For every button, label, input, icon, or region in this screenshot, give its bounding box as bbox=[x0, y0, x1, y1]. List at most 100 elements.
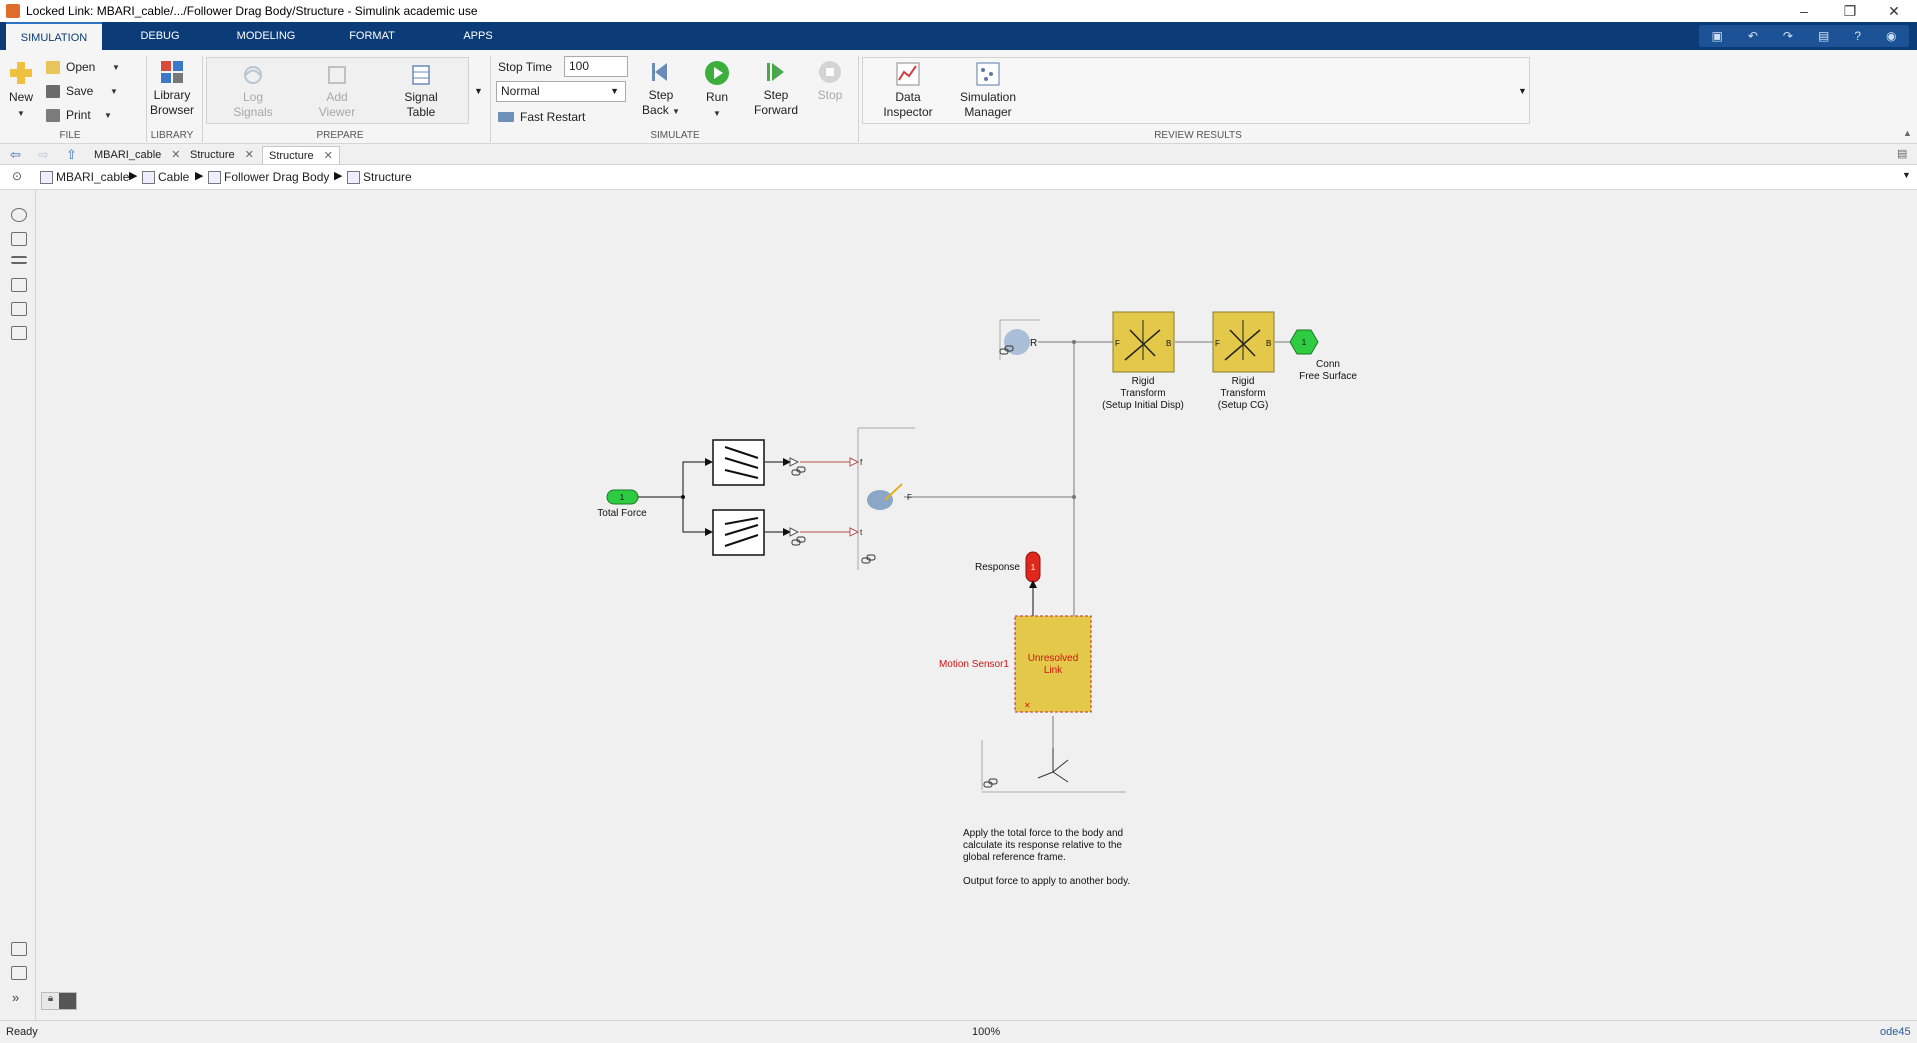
breadcrumb-item-cable[interactable]: Cable bbox=[142, 170, 189, 184]
total-force-inport[interactable]: 1 Total Force bbox=[597, 489, 647, 519]
diagram-canvas[interactable]: R F B Rigid Transform (Setup Initial Dis… bbox=[37, 190, 1917, 1020]
annotation-line-3: global reference frame. bbox=[963, 852, 1066, 863]
conn-free-surface-port[interactable]: 1 Conn Free Surface bbox=[1289, 329, 1357, 382]
add-viewer-icon bbox=[328, 66, 346, 84]
tab-apps[interactable]: APPS bbox=[463, 30, 493, 42]
undo-icon[interactable]: ↶ bbox=[1747, 29, 1758, 43]
restore-button[interactable]: ❐ bbox=[1843, 2, 1857, 19]
tab-debug[interactable]: DEBUG bbox=[140, 30, 180, 42]
screenshot-icon[interactable] bbox=[11, 942, 27, 956]
simulation-mode-select[interactable]: Normal ▼ bbox=[496, 81, 626, 102]
prepare-expand-icon[interactable]: ▼ bbox=[474, 86, 483, 96]
tab-menu-icon[interactable]: ▤ bbox=[1897, 148, 1908, 160]
run-button[interactable]: Run▼ bbox=[698, 60, 736, 121]
model-browser-icon[interactable] bbox=[11, 966, 27, 980]
selector-block-force[interactable] bbox=[712, 439, 765, 486]
reference-port-block[interactable]: R bbox=[999, 319, 1040, 360]
minimize-button[interactable]: – bbox=[1800, 3, 1808, 19]
unresolved-link-motion-sensor-block[interactable]: Unresolved Link Motion Sensor1 ✕ bbox=[939, 615, 1092, 713]
fast-restart-button[interactable]: Fast Restart bbox=[498, 110, 585, 124]
redo-icon[interactable]: ↷ bbox=[1782, 29, 1793, 43]
hide-explorer-icon[interactable]: ⊙ bbox=[12, 169, 23, 183]
step-forward-label-1: Step bbox=[763, 88, 789, 102]
back-arrow-icon[interactable]: ⇦ bbox=[10, 147, 21, 162]
annotation-icon[interactable] bbox=[11, 278, 27, 292]
model-tab-bar: ⇦ ⇨ ⇧ MBARI_cable✕ Structure✕ Structure✕… bbox=[0, 144, 1917, 165]
save-icon[interactable]: ▣ bbox=[1711, 29, 1723, 43]
divider bbox=[146, 56, 147, 142]
world-frame-block[interactable] bbox=[981, 740, 1126, 793]
rigid-transform-2-name-1: Rigid bbox=[1232, 376, 1255, 387]
breadcrumb-item-structure[interactable]: Structure bbox=[347, 170, 412, 184]
breadcrumb-item-mbari-cable[interactable]: MBARI_cable bbox=[40, 170, 129, 184]
unresolved-label-2: Link bbox=[1044, 665, 1063, 676]
section-library: LIBRARY bbox=[150, 130, 194, 141]
ps-converter-t[interactable] bbox=[789, 527, 806, 546]
image-icon[interactable] bbox=[11, 302, 27, 316]
tab-mbari-cable[interactable]: MBARI_cable✕ bbox=[88, 146, 186, 164]
close-icon[interactable]: ✕ bbox=[244, 149, 254, 161]
up-arrow-icon[interactable]: ⇧ bbox=[66, 147, 77, 162]
expand-palette-icon[interactable]: » bbox=[12, 990, 20, 1005]
solver-name[interactable]: ode45 bbox=[1880, 1026, 1911, 1038]
help-icon[interactable]: ? bbox=[1854, 29, 1861, 43]
area-icon[interactable] bbox=[11, 326, 27, 340]
save-button[interactable]: Save ▼ bbox=[46, 84, 118, 98]
step-forward-label-2: Forward bbox=[753, 103, 798, 117]
library-browser-label-2: Browser bbox=[149, 103, 194, 117]
port-t-input-label: t bbox=[860, 528, 863, 537]
stop-time-input[interactable]: 100 bbox=[564, 56, 628, 77]
arrange-icon[interactable] bbox=[11, 256, 27, 264]
options-icon[interactable]: ◉ bbox=[1886, 29, 1897, 43]
new-button[interactable]: New▼ bbox=[6, 60, 36, 121]
breadcrumb-item-follower-drag-body[interactable]: Follower Drag Body bbox=[208, 170, 329, 184]
fit-to-view-icon[interactable] bbox=[11, 232, 27, 246]
quick-access-toolbar: ▣ ↶ ↷ ▤ ? ◉ bbox=[1699, 25, 1909, 47]
tab-structure-2[interactable]: Structure✕ bbox=[262, 146, 340, 164]
new-label: New bbox=[8, 90, 33, 104]
tab-structure-1[interactable]: Structure ✕ bbox=[184, 146, 260, 164]
close-icon[interactable]: ✕ bbox=[323, 150, 333, 162]
edit-icon[interactable] bbox=[59, 993, 76, 1009]
rigid-transform-initial-disp-block[interactable]: F B Rigid Transform (Setup Initial Disp) bbox=[1102, 311, 1184, 411]
open-button[interactable]: Open ▼ bbox=[46, 60, 120, 74]
collapse-ribbon-icon[interactable]: ▲ bbox=[1903, 128, 1912, 138]
tab-modeling[interactable]: MODELING bbox=[236, 30, 296, 42]
rigid-transform-cg-block[interactable]: F B Rigid Transform (Setup CG) bbox=[1212, 311, 1275, 411]
ps-converter-f[interactable] bbox=[789, 457, 806, 476]
stop-button[interactable]: Stop bbox=[812, 60, 848, 103]
print-button[interactable]: Print ▼ bbox=[46, 108, 112, 122]
print-preview-icon[interactable]: ▤ bbox=[1817, 29, 1830, 43]
library-browser-label-1: Library bbox=[153, 88, 191, 102]
external-force-torque-block[interactable]: f t F bbox=[849, 427, 915, 570]
breadcrumb-separator-icon: ▶ bbox=[195, 170, 204, 182]
review-expand-icon[interactable]: ▼ bbox=[1518, 86, 1527, 96]
log-signals-label-2: Signals bbox=[233, 105, 273, 119]
section-file: FILE bbox=[59, 130, 81, 141]
step-back-icon bbox=[652, 63, 667, 81]
forward-arrow-icon[interactable]: ⇨ bbox=[38, 147, 49, 162]
breadcrumb-dropdown-icon[interactable]: ▼ bbox=[1902, 170, 1911, 180]
breadcrumb-separator-icon: ▶ bbox=[334, 170, 343, 182]
selector-block-torque[interactable] bbox=[712, 509, 765, 556]
tab-label: Structure bbox=[190, 149, 235, 161]
response-outport[interactable]: 1 Response bbox=[975, 551, 1041, 616]
close-icon[interactable]: ✕ bbox=[171, 149, 181, 161]
conn-port-number: 1 bbox=[1302, 338, 1307, 347]
breadcrumb-label: Cable bbox=[158, 170, 190, 184]
tab-format[interactable]: FORMAT bbox=[349, 30, 395, 42]
tab-simulation[interactable]: SIMULATION bbox=[6, 22, 102, 50]
data-inspector-label-1: Data bbox=[895, 90, 921, 104]
annotation-text[interactable]: Apply the total force to the body and ca… bbox=[963, 828, 1130, 887]
lock-icon[interactable]: 🔒︎ bbox=[47, 993, 54, 1004]
zoom-icon[interactable] bbox=[11, 208, 27, 222]
close-button[interactable]: ✕ bbox=[1888, 2, 1900, 19]
